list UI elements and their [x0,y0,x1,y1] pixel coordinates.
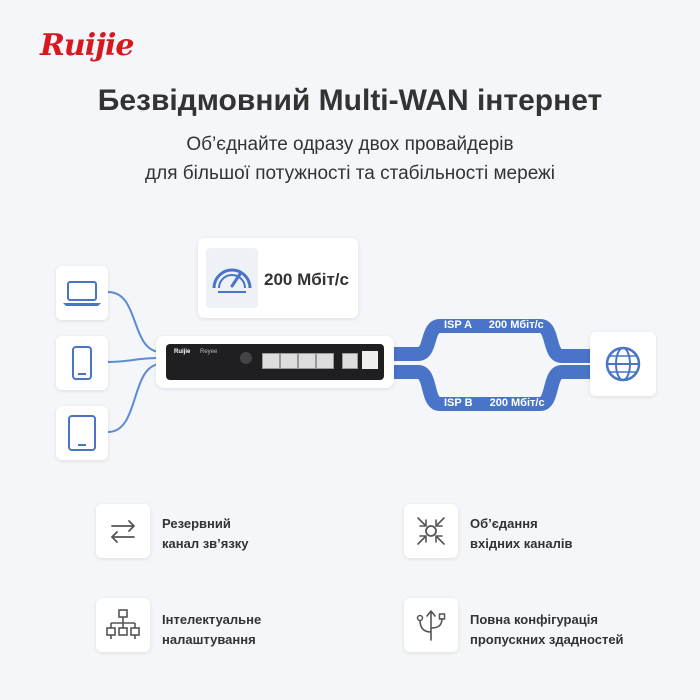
brand-logo: Ruijie [40,28,134,63]
link-laptop [107,291,161,353]
router-brand: Ruijie [174,349,191,355]
isp-b-name: ISP B [444,397,473,409]
feature-backup-line-1: Резервний [162,516,231,531]
feature-smart-line-2: налаштування [162,632,256,647]
feature-smart-tile [96,598,150,652]
phone-icon [72,346,92,380]
subtitle-line-1: Об’єднайте одразу двох провайдерів [186,134,514,155]
link-tablet [107,363,161,433]
feature-smart-label: Інтелектуальне налаштування [162,610,261,650]
lan-port-2 [280,353,298,369]
isp-b-speed: 200 Мбіт/с [489,397,545,409]
feature-aggregate-label: Об’єдання вхідних каналів [470,514,572,554]
isp-b-link [394,365,592,411]
router-card: Ruijie Reyee [156,336,394,388]
power-port [240,352,252,364]
link-phone [107,357,161,363]
feature-backup-tile [96,504,150,558]
isp-a-name: ISP A [444,319,472,331]
feature-aggregate-tile [404,504,458,558]
speedometer-icon [212,268,252,293]
isp-a-speed: 200 Мбіт/с [488,319,544,331]
speed-card: 200 Мбіт/с [198,238,358,318]
qr-label [362,351,378,369]
lan-port-1 [262,353,280,369]
isp-b-label: ISP B 200 Мбіт/с [444,397,545,409]
lan-port-4 [316,353,334,369]
isp-a-label: ISP A 200 Мбіт/с [444,319,544,331]
feature-aggregate-line-2: вхідних каналів [470,536,573,551]
subtitle-line-2: для більшої потужності та стабільності м… [145,163,555,184]
feature-aggregate-line-1: Об’єдання [470,516,538,531]
speedometer-tile [206,248,258,308]
isp-a-link [394,319,592,363]
feature-bandwidth-line-1: Повна конфігурація [470,612,598,627]
feature-bandwidth-line-2: пропускних здадностей [470,632,624,647]
laptop-card [56,266,108,320]
bandwidth-fork-icon [416,610,446,641]
page-subtitle: Об’єднайте одразу двох провайдерів для б… [0,130,700,188]
feature-bandwidth-tile [404,598,458,652]
feature-bandwidth-label: Повна конфігурація пропускних здадностей [470,610,624,650]
tablet-icon [68,415,96,451]
aggregate-icon [417,517,445,545]
router-device: Ruijie Reyee [166,344,384,380]
globe-icon [605,346,641,382]
router-model: Reyee [200,349,218,355]
tablet-card [56,406,108,460]
hierarchy-icon [106,609,140,639]
lan-port-3 [298,353,316,369]
wan-port [342,353,358,369]
feature-backup-line-2: канал зв’язку [162,536,249,551]
laptop-icon [63,281,101,306]
phone-card [56,336,108,390]
feature-smart-line-1: Інтелектуальне [162,612,262,627]
internet-card [590,332,656,396]
feature-backup-label: Резервний канал зв’язку [162,514,249,554]
page-title: Безвідмовний Multi-WAN інтернет [97,84,603,117]
sync-arrows-icon [111,520,135,543]
speed-value: 200 Мбіт/с [264,270,349,289]
